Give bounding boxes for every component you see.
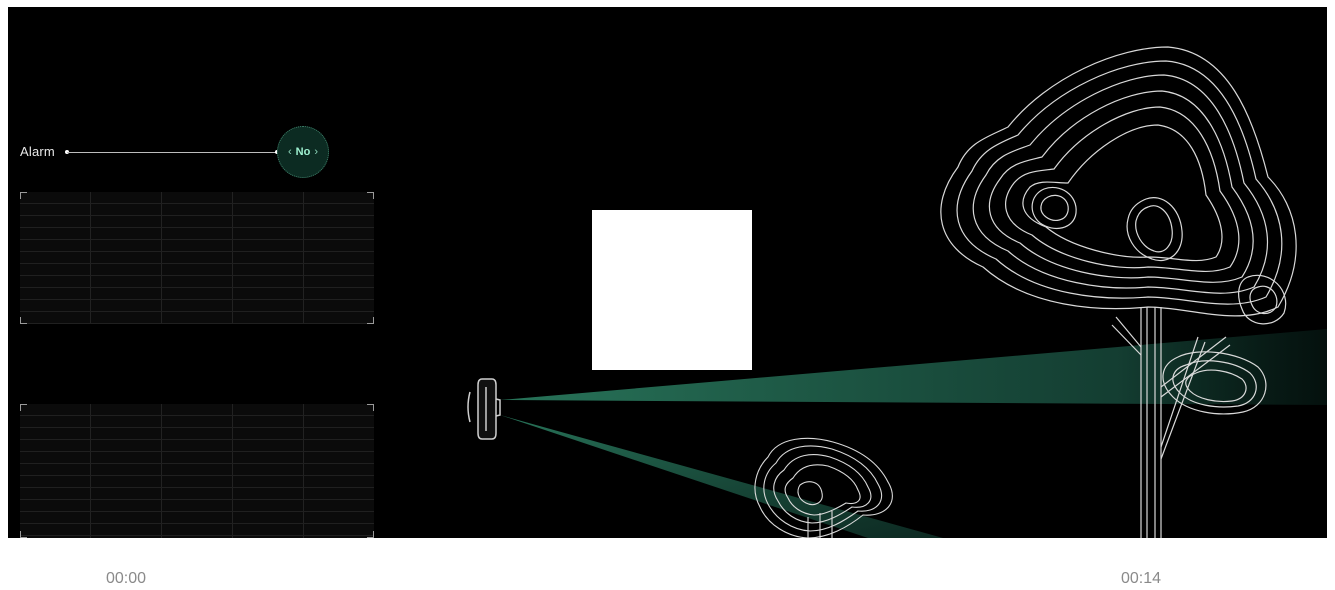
alarm-indicator: Alarm ‹ No › [20, 125, 330, 181]
blank-overlay [592, 210, 752, 370]
signal-grid-panel-bottom [20, 404, 374, 538]
animation-stage: Alarm ‹ No › [8, 7, 1327, 538]
alarm-value: No [296, 146, 311, 158]
motion-detector-icon [468, 379, 500, 439]
detection-beam-lower [500, 415, 943, 538]
chevron-right-icon[interactable]: › [314, 147, 318, 158]
timeline-start-time: 00:00 [106, 570, 146, 588]
large-tree [941, 47, 1296, 538]
alarm-value-toggle[interactable]: ‹ No › [277, 126, 329, 178]
alarm-label: Alarm [20, 144, 55, 159]
timeline-end-time: 00:14 [1121, 570, 1161, 588]
connector-line [67, 152, 277, 153]
signal-grid-panel-top [20, 192, 374, 324]
chevron-left-icon[interactable]: ‹ [288, 147, 292, 158]
